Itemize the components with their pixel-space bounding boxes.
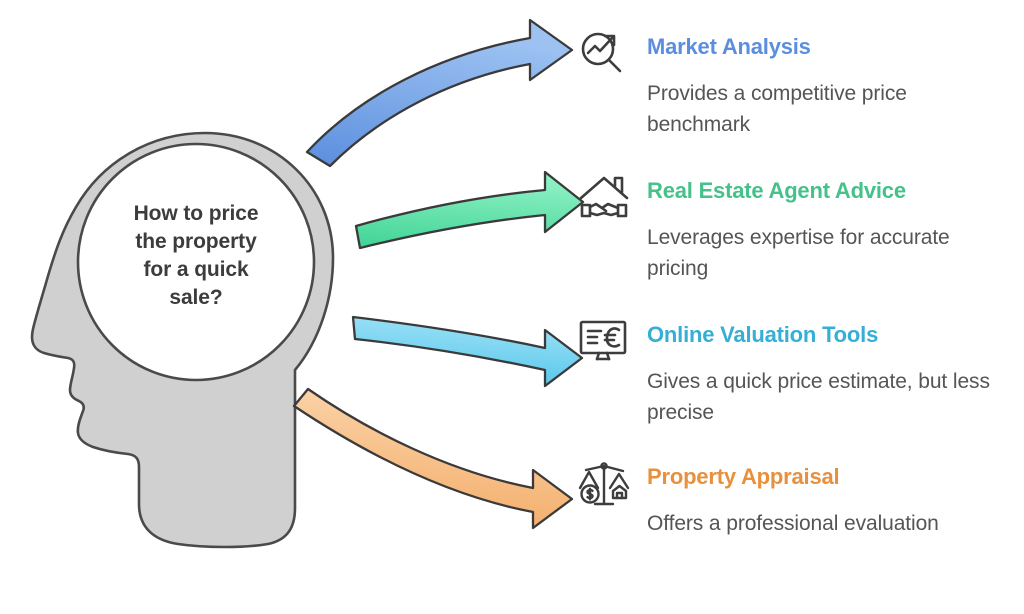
central-question: How to price the property for a quick sa… — [96, 200, 296, 312]
head-profile-icon — [30, 131, 335, 549]
monitor-euro-icon — [579, 320, 627, 361]
brain-circle-shape — [76, 142, 316, 382]
branch-heading-property-appraisal: Property Appraisal — [647, 464, 840, 489]
question-line-2: the property — [135, 229, 257, 253]
branch-list: Market Analysis Provides a competitive p… — [575, 0, 1024, 614]
magnifier-trend-up-icon — [581, 32, 622, 73]
branch-heading-online-valuation-tools: Online Valuation Tools — [647, 322, 879, 347]
question-line-4: sale? — [169, 285, 223, 309]
branch-description-market-analysis: Provides a competitive price benchmark — [647, 82, 907, 137]
scales-dollar-house-icon — [578, 462, 630, 506]
question-line-3: for a quick — [143, 257, 249, 281]
branch-description-real-estate-agent-advice: Leverages expertise for accurate pricing — [647, 226, 950, 281]
branch-description-property-appraisal: Offers a professional evaluation — [647, 512, 939, 535]
house-handshake-icon — [579, 176, 629, 218]
branch-heading-market-analysis: Market Analysis — [647, 34, 811, 59]
branch-heading-real-estate-agent-advice: Real Estate Agent Advice — [647, 178, 906, 203]
branch-description-online-valuation-tools: Gives a quick price estimate, but less p… — [647, 370, 990, 425]
question-line-1: How to price — [133, 202, 259, 225]
